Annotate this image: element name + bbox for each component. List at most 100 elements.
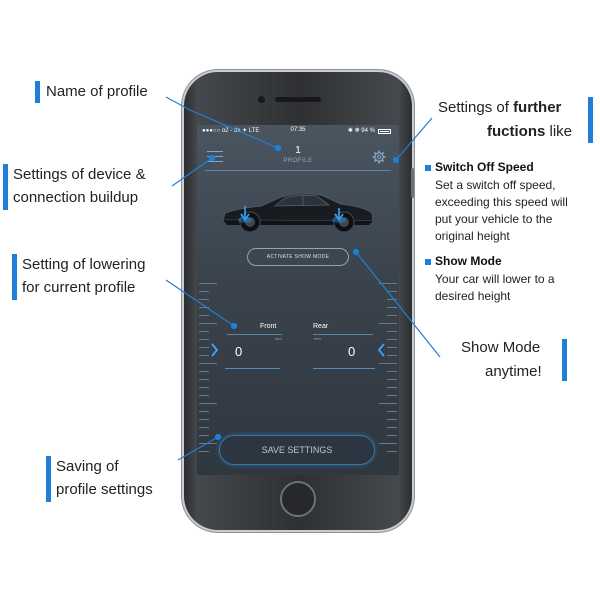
ruler-tick	[199, 403, 217, 404]
front-value-underline	[225, 368, 280, 369]
annotation-switch-off-1: Set a switch off speed,	[435, 178, 556, 192]
ruler-tick	[199, 291, 209, 292]
ruler-tick	[199, 315, 209, 316]
battery-icon	[378, 129, 391, 134]
annotation-saving-2: profile settings	[56, 481, 153, 498]
ruler-tick	[199, 299, 209, 300]
annotation-further-1-bold: further	[513, 99, 562, 116]
annotation-name-of-profile: Name of profile	[46, 83, 148, 100]
annotation-switch-off-3: put your vehicle to the	[435, 212, 553, 226]
annotation-switch-off-2: exceeding this speed will	[435, 195, 568, 209]
ruler-tick	[199, 395, 209, 396]
ruler-tick	[379, 323, 397, 324]
ruler-tick	[387, 451, 397, 452]
front-height-ruler[interactable]	[199, 283, 221, 455]
front-label: Front	[260, 323, 277, 330]
bullet-square	[425, 165, 431, 171]
annotation-show-mode-anytime-2: anytime!	[485, 363, 542, 380]
annotation-settings-device-2: connection buildup	[13, 189, 139, 206]
phone-side-button	[411, 168, 414, 198]
activate-show-mode-button[interactable]: ACTIVATE SHOW MODE	[247, 248, 349, 266]
ruler-tick	[387, 299, 397, 300]
ruler-tick	[387, 315, 397, 316]
ruler-tick	[199, 443, 217, 444]
annotation-further-1-prefix: Settings of	[438, 99, 509, 116]
annotation-lowering-1: Setting of lowering	[22, 256, 146, 273]
car-icon	[222, 193, 374, 233]
ruler-tick	[387, 427, 397, 428]
ruler-tick	[379, 443, 397, 444]
ruler-tick	[379, 363, 397, 364]
annotation-further-2-bold: fuctions	[487, 123, 546, 140]
status-battery-text: ✱ ❋ 94 %	[347, 128, 375, 134]
save-settings-button[interactable]: SAVE SETTINGS	[219, 435, 375, 465]
ruler-tick	[387, 347, 397, 348]
ruler-tick	[379, 403, 397, 404]
rear-divider	[313, 334, 373, 335]
ruler-tick	[387, 331, 397, 332]
ruler-tick	[387, 307, 397, 308]
annotation-saving-1: Saving of	[56, 458, 119, 475]
ruler-tick	[199, 283, 217, 284]
ruler-tick	[199, 419, 209, 420]
header-divider	[205, 170, 391, 171]
ruler-tick	[199, 411, 209, 412]
ruler-tick	[199, 451, 209, 452]
rear-unit: mm	[314, 336, 321, 341]
menu-icon[interactable]	[207, 151, 223, 162]
rear-height-ruler[interactable]	[375, 283, 397, 455]
ruler-tick	[387, 291, 397, 292]
ruler-tick	[387, 387, 397, 388]
status-carrier: ●●●○○ o2 - de ✦ LTE	[202, 128, 260, 134]
status-time: 07:35	[290, 127, 306, 133]
ruler-tick	[199, 387, 209, 388]
annotation-further-2: fuctions like	[487, 121, 572, 143]
ruler-tick	[387, 339, 397, 340]
annotation-further-2-suffix: like	[549, 123, 573, 140]
annotation-switch-off-title: Switch Off Speed	[435, 160, 534, 174]
accent-bar	[588, 97, 593, 143]
ruler-tick	[199, 355, 209, 356]
app-screen: ●●●○○ o2 - de ✦ LTE 07:35 ✱ ❋ 94 % 1 PRO…	[197, 125, 399, 475]
annotation-further-1: Settings of further	[438, 97, 561, 119]
annotation-show-mode-2: desired height	[435, 289, 511, 303]
annotation-show-mode-anytime-1: Show Mode	[461, 339, 541, 356]
ruler-tick	[199, 363, 217, 364]
accent-bar	[12, 254, 17, 300]
ruler-tick	[199, 339, 209, 340]
annotation-lowering-2: for current profile	[22, 279, 136, 296]
annotation-show-mode-1: Your car will lower to a	[435, 272, 555, 286]
chevron-right-icon[interactable]	[210, 343, 219, 357]
ruler-tick	[199, 347, 209, 348]
ruler-tick	[387, 419, 397, 420]
ruler-tick	[387, 371, 397, 372]
rear-value-underline	[313, 368, 375, 369]
annotation-show-mode-title: Show Mode	[435, 254, 502, 268]
ruler-tick	[199, 323, 217, 324]
ruler-tick	[199, 427, 209, 428]
profile-number: 1	[295, 145, 301, 156]
phone-home-button[interactable]	[280, 481, 316, 517]
accent-bar	[35, 81, 40, 103]
bullet-square	[425, 259, 431, 265]
phone-camera	[258, 96, 265, 103]
chevron-left-icon[interactable]	[377, 343, 386, 357]
front-divider	[227, 334, 282, 335]
ruler-tick	[199, 371, 209, 372]
ruler-tick	[387, 411, 397, 412]
accent-bar	[46, 456, 51, 502]
annotation-switch-off-4: original height	[435, 229, 510, 243]
ruler-tick	[387, 435, 397, 436]
ruler-tick	[387, 355, 397, 356]
gear-icon[interactable]	[372, 150, 386, 164]
profile-label: PROFILE	[283, 158, 313, 164]
ruler-tick	[199, 331, 209, 332]
ruler-tick	[199, 307, 209, 308]
accent-bar	[3, 164, 8, 210]
front-value: 0	[235, 344, 243, 359]
annotation-settings-device-1: Settings of device &	[13, 166, 146, 183]
rear-label: Rear	[313, 323, 329, 330]
ruler-tick	[387, 395, 397, 396]
rear-value: 0	[348, 344, 356, 359]
